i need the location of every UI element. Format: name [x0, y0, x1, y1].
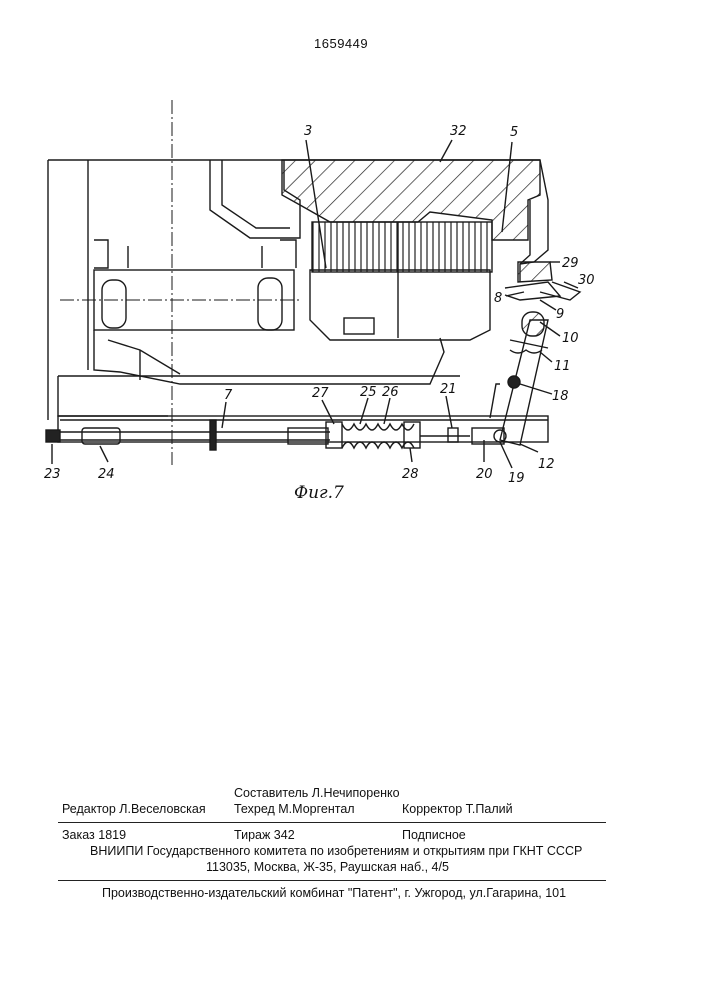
label-29: 29 [562, 256, 579, 271]
circulation-line: Тираж 342 [234, 828, 295, 842]
label-12: 12 [538, 457, 555, 472]
subscription-line: Подписное [402, 828, 466, 842]
label-18: 18 [552, 389, 569, 404]
label-19: 19 [508, 471, 525, 486]
label-8: 8 [494, 291, 502, 306]
editor-line: Редактор Л.Веселовская [62, 802, 206, 816]
label-30: 30 [578, 273, 595, 288]
figure-caption: Фиг.7 [294, 483, 344, 503]
label-11: 11 [554, 359, 571, 374]
label-28: 28 [402, 467, 419, 482]
label-3: 3 [304, 124, 312, 139]
label-27: 27 [312, 386, 329, 401]
address-line: 113035, Москва, Ж-35, Раушская наб., 4/5 [206, 860, 449, 874]
label-32: 32 [450, 124, 467, 139]
corrector-line: Корректор Т.Палий [402, 802, 513, 816]
label-24: 24 [98, 467, 115, 482]
techred-line: Техред М.Моргентал [234, 802, 355, 816]
label-7: 7 [224, 388, 233, 403]
compiler-line: Составитель Л.Нечипоренко [234, 786, 400, 800]
label-5: 5 [510, 125, 518, 140]
vniipi-line: ВНИИПИ Государственного комитета по изоб… [90, 844, 582, 858]
order-line: Заказ 1819 [62, 828, 126, 842]
label-25: 25 [360, 385, 377, 400]
technical-drawing: 3 32 5 29 30 8 9 10 11 18 12 19 20 21 28… [0, 0, 707, 520]
rule-top [58, 822, 606, 823]
label-20: 20 [476, 467, 493, 482]
publisher-line: Производственно-издательский комбинат "П… [102, 886, 566, 900]
label-21: 21 [440, 382, 457, 397]
label-10: 10 [562, 331, 579, 346]
label-9: 9 [556, 307, 564, 322]
rule-bottom [58, 880, 606, 881]
label-23: 23 [44, 467, 61, 482]
label-26: 26 [382, 385, 399, 400]
